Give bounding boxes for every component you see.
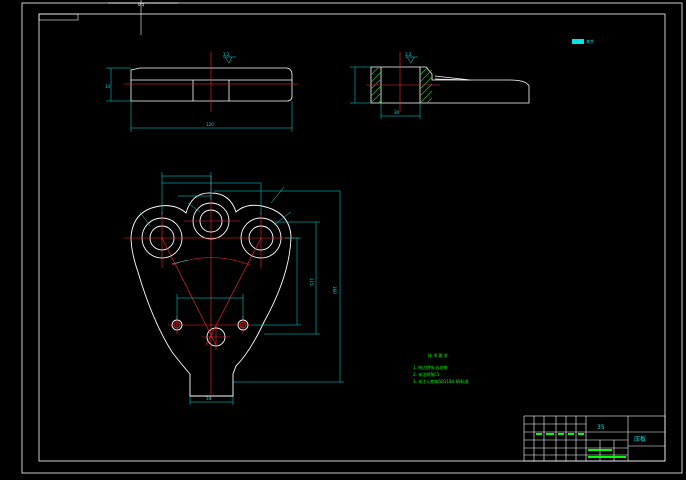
section-centerlines bbox=[366, 52, 440, 112]
front-view-centerlines bbox=[124, 176, 298, 400]
front-view-outline bbox=[130, 192, 292, 397]
title-block-fill bbox=[536, 433, 626, 458]
sheet-outer-border bbox=[21, 2, 683, 474]
drawing-number-box bbox=[38, 13, 79, 21]
top-view-centerlines bbox=[124, 52, 298, 112]
front-view-dim-text: 160 115 34 bbox=[206, 278, 337, 401]
dim-right-height-inner: 115 bbox=[309, 278, 314, 286]
title-block-part-name: 压板 bbox=[634, 435, 646, 443]
top-view-outline bbox=[130, 67, 293, 102]
section-dims bbox=[350, 56, 421, 119]
surface-mark-top: 3.2 bbox=[223, 52, 230, 57]
dim-top-view-height: 14 bbox=[105, 84, 111, 89]
drawing-frame bbox=[38, 13, 666, 462]
section-hatch bbox=[370, 66, 433, 104]
roughness-note: 其余 bbox=[586, 38, 594, 44]
dim-section-width: 30 bbox=[394, 110, 400, 115]
front-view-dims bbox=[139, 172, 344, 405]
tech-req-item-3: 3. 未注公差按GB1184-80标准 bbox=[413, 378, 469, 384]
top-view-dims bbox=[106, 56, 293, 132]
title-block-material: 35 bbox=[597, 424, 605, 431]
top-tab-label: 0.5 bbox=[138, 2, 145, 7]
dim-right-height-outer: 160 bbox=[332, 286, 337, 294]
tech-req-item-1: 1. 锐边倒钝,去毛刺 bbox=[413, 364, 447, 370]
tech-req-title: 技 术 要 求 bbox=[428, 352, 448, 358]
technical-requirements: 技 术 要 求 1. 锐边倒钝,去毛刺 2. 未注倒角C1 3. 未注公差按GB… bbox=[413, 352, 469, 384]
surface-mark-section: 3.2 bbox=[405, 52, 412, 57]
tech-req-item-2: 2. 未注倒角C1 bbox=[413, 371, 440, 377]
dim-top-view-width: 120 bbox=[206, 122, 214, 127]
dim-bottom-boss-width: 34 bbox=[206, 396, 212, 401]
section-view-outline bbox=[370, 66, 530, 104]
title-block bbox=[523, 415, 666, 462]
top-view bbox=[130, 67, 293, 102]
roughness-note-block bbox=[572, 39, 584, 44]
